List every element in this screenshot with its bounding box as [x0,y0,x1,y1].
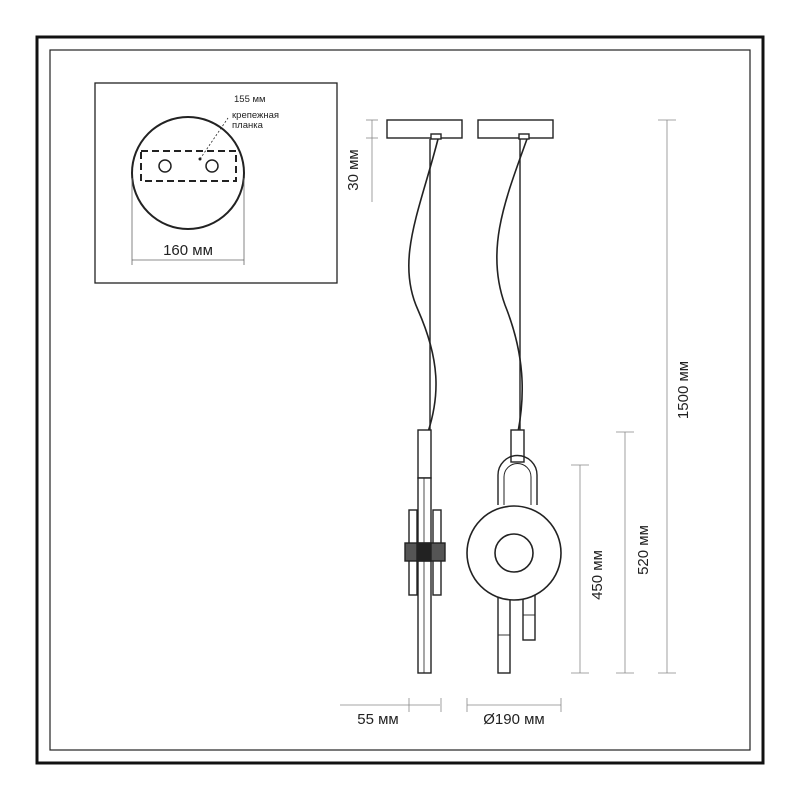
side-cable [407,138,439,433]
front-cable [495,138,528,433]
side-body-tube [417,477,432,674]
canopy-height-label: 30 мм [345,149,362,190]
outer-frame [35,35,765,765]
depth-label: 55 мм [357,711,398,728]
total-height-label: 1500 мм [675,361,692,419]
side-connector [417,429,432,479]
body-height-label: 520 мм [635,525,652,575]
front-connector [510,429,525,463]
diameter-label: Ø190 мм [483,711,545,728]
side-hub-center [416,542,432,562]
front-ring-frame [497,454,538,505]
front-canopy [477,119,554,139]
front-view [466,119,562,674]
bar-length-label: 155 мм [234,94,266,105]
canopy-top-circle [131,116,245,230]
side-canopy-nub [430,133,442,140]
ring-frame-height-label: 450 мм [589,550,606,600]
side-view [386,119,463,674]
front-ring-frame-inner [503,463,532,505]
bar-name-line-1: крепежная [232,110,279,121]
front-left-tube [497,589,511,674]
dimensions [340,119,676,712]
mounting-bar [140,150,237,182]
mount-hole-right [205,159,219,173]
front-canopy-nub [518,133,530,140]
side-canopy [386,119,463,139]
front-disc-center [494,533,534,573]
mount-hole-left [158,159,172,173]
diameter-160-label: 160 мм [163,242,213,259]
inset-frame [94,82,338,284]
inner-frame [49,49,751,751]
bar-name-line-2: планка [232,120,264,131]
bar-leader-line [199,117,229,160]
